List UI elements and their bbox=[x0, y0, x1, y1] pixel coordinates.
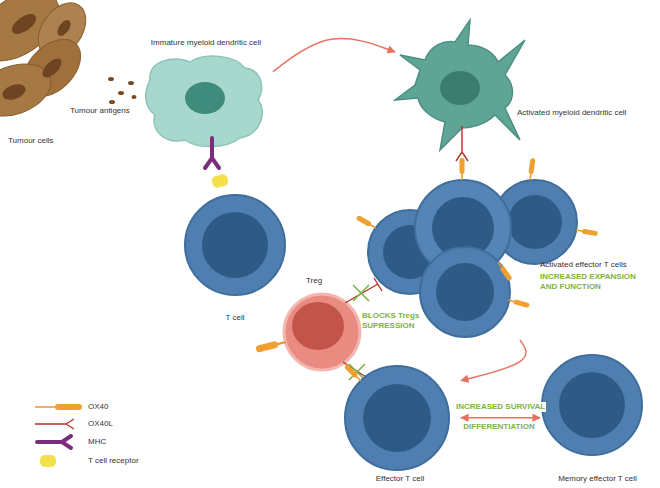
activated-t-cells bbox=[496, 261, 513, 282]
legend-symbols bbox=[35, 419, 74, 429]
cell-label: Immature myeloid dendritic cell bbox=[140, 38, 272, 48]
effector-t-cell bbox=[344, 364, 363, 383]
activated-t-cells bbox=[436, 263, 494, 321]
activated-dendritic-cell bbox=[456, 126, 468, 161]
legend-text: OX40L bbox=[88, 419, 113, 428]
legend-item: T cell receptor bbox=[88, 456, 139, 466]
cell-node: Treg bbox=[280, 276, 365, 376]
process-arrow bbox=[461, 417, 540, 418]
effect-note: DIFFERENTIATION bbox=[458, 422, 540, 432]
tumour-cells bbox=[9, 10, 40, 38]
blocked-suppression bbox=[353, 285, 369, 301]
treg-cell bbox=[292, 302, 344, 350]
activated-t-cells bbox=[356, 158, 598, 337]
treg-cell bbox=[284, 294, 360, 370]
legend-symbols bbox=[55, 404, 82, 410]
tumour-antigens bbox=[108, 77, 114, 81]
cell-node: T cell bbox=[185, 193, 286, 333]
immature-dendritic-cell bbox=[146, 56, 263, 146]
activated-t-cells bbox=[508, 195, 562, 249]
antigen-label: Tumour antigens bbox=[70, 106, 142, 116]
tumour-cells bbox=[55, 18, 74, 38]
cell-label: Activated effector T cells bbox=[540, 260, 652, 270]
cell-label: Treg bbox=[306, 276, 346, 286]
activated-dendritic-cell bbox=[395, 20, 525, 150]
legend-text: OX40 bbox=[88, 402, 108, 411]
immature-dendritic-cell bbox=[146, 56, 263, 146]
mhc-tcr-contact bbox=[211, 173, 230, 189]
tumour-cells bbox=[39, 55, 64, 80]
activated-t-cells bbox=[420, 247, 510, 337]
treg-cell bbox=[255, 339, 287, 353]
legend-symbols bbox=[35, 406, 58, 408]
immature-dendritic-cell bbox=[185, 82, 225, 114]
legend-text: T cell receptor bbox=[88, 456, 139, 465]
cell-node: Immature myeloid dendritic cell bbox=[140, 38, 273, 150]
cell-label: T cell bbox=[185, 313, 285, 323]
effector-t-cell bbox=[345, 366, 449, 470]
t-cell bbox=[185, 195, 285, 295]
legend-symbols bbox=[35, 404, 82, 467]
tumour-antigens bbox=[128, 81, 134, 85]
t-cell bbox=[202, 212, 268, 278]
activated-t-cells bbox=[356, 215, 378, 230]
cell-node: Tumour cells bbox=[0, 0, 92, 152]
legend-item: OX40 bbox=[88, 402, 108, 412]
cell-label: Activated myeloid dendritic cell bbox=[517, 108, 651, 118]
process-arrow bbox=[461, 340, 526, 381]
tumour-antigens bbox=[132, 95, 137, 99]
activated-dendritic-cell bbox=[440, 71, 480, 105]
tumour-antigens bbox=[108, 77, 137, 104]
mhc-tcr-contact bbox=[205, 138, 219, 168]
edge-label: INCREASED SURVIVAL bbox=[455, 402, 546, 412]
legend-item: MHC bbox=[88, 437, 106, 447]
activated-t-cells bbox=[460, 158, 465, 180]
effector-t-cell bbox=[344, 364, 449, 470]
activated-t-cells bbox=[576, 228, 599, 237]
blocked-suppression bbox=[345, 278, 382, 303]
t-cell bbox=[185, 195, 285, 295]
cell-label: Memory effector T cell bbox=[540, 474, 655, 484]
mhc-tcr-contact bbox=[205, 138, 229, 189]
legend-symbols bbox=[37, 436, 71, 448]
treg-cell bbox=[255, 294, 360, 370]
activated-dendritic-cell bbox=[395, 20, 525, 161]
cell-node: Activated myeloid dendritic cell bbox=[395, 10, 655, 150]
effect-note: INCREASED EXPANSION AND FUNCTION bbox=[540, 272, 652, 292]
activated-t-cells bbox=[528, 158, 536, 180]
cell-node: Memory effector T cell bbox=[540, 357, 656, 486]
effect-note: BLOCKS Tregs SUPRESSION bbox=[362, 311, 426, 331]
cell-node: Effector T cell bbox=[340, 362, 461, 486]
process-arrow bbox=[273, 39, 395, 72]
activated-t-cells bbox=[507, 298, 530, 309]
memory-t-cell bbox=[542, 355, 642, 455]
legend-symbols bbox=[40, 455, 56, 467]
legend-item: OX40L bbox=[88, 419, 113, 429]
legend-text: MHC bbox=[88, 437, 106, 446]
effector-t-cell bbox=[363, 384, 431, 452]
cell-label: Effector T cell bbox=[340, 474, 460, 484]
memory-t-cell bbox=[542, 355, 642, 455]
tumour-antigens bbox=[109, 100, 115, 104]
tumour-cells bbox=[0, 81, 27, 102]
cell-label: Tumour cells bbox=[8, 136, 88, 146]
memory-t-cell bbox=[559, 372, 625, 438]
tumour-antigens bbox=[118, 91, 124, 95]
